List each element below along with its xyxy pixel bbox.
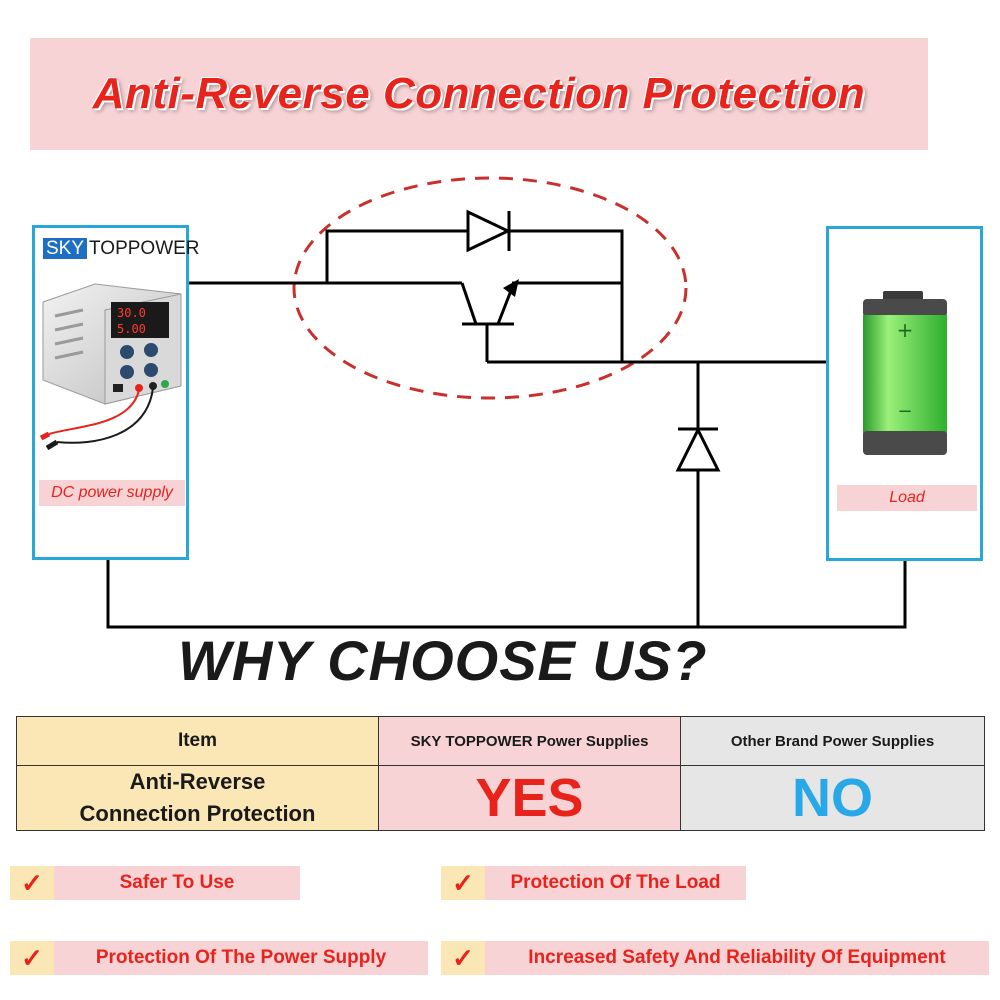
- display-voltage: 30.0: [117, 306, 146, 320]
- check-icon: ✓: [10, 866, 54, 900]
- wire-diode-bypass: [325, 229, 624, 362]
- diode-symbol-shunt: [675, 426, 721, 472]
- battery-minus: −: [897, 401, 912, 422]
- transistor-collector: [460, 282, 478, 325]
- feature-label: Increased Safety And Reliability Of Equi…: [528, 947, 946, 968]
- knob-icon: [144, 343, 158, 357]
- battery-plus: +: [897, 318, 914, 342]
- load-caption: Load: [837, 485, 977, 511]
- feature-label: Protection Of The Power Supply: [95, 947, 387, 968]
- header-item: Item: [16, 716, 379, 766]
- comparison-table: Item SKY TOPPOWER Power Supplies Other B…: [16, 716, 985, 831]
- row-other-value: NO: [680, 765, 985, 831]
- brand-sky: SKY: [43, 238, 88, 259]
- feature-item: ✓ Protection Of The Load: [441, 866, 746, 900]
- brand-name: TOPPOWER: [89, 238, 200, 259]
- feature-item: ✓ Increased Safety And Reliability Of Eq…: [441, 941, 989, 975]
- check-icon: ✓: [441, 941, 485, 975]
- row-item-line1: Anti-Reverse: [129, 769, 266, 794]
- check-icon: ✓: [441, 866, 485, 900]
- row-sky-value: YES: [378, 765, 681, 831]
- wire-return: [106, 560, 907, 629]
- highlight-ellipse: [292, 176, 688, 400]
- row-item-line2: Connection Protection: [79, 801, 316, 826]
- battery-icon: + −: [863, 291, 947, 455]
- display-current: 5.00: [117, 322, 146, 336]
- knob-icon: [120, 365, 134, 379]
- feature-item: ✓ Protection Of The Power Supply: [10, 941, 428, 975]
- header-sky-toppower: SKY TOPPOWER Power Supplies: [378, 716, 681, 766]
- title-banner: Anti-Reverse Connection Protection: [30, 38, 928, 150]
- row-item: Anti-Reverse Connection Protection: [16, 765, 379, 831]
- knob-icon: [144, 363, 158, 377]
- table-row: Anti-Reverse Connection Protection YES N…: [16, 765, 985, 831]
- table-header-row: Item SKY TOPPOWER Power Supplies Other B…: [16, 716, 985, 766]
- feature-label: Protection Of The Load: [510, 872, 721, 893]
- power-supply-image: 30.0 5.00: [39, 283, 182, 451]
- power-supply-caption: DC power supply: [39, 480, 185, 506]
- why-choose-us-heading: WHY CHOOSE US?: [178, 629, 708, 692]
- feature-label: Safer To Use: [119, 872, 235, 893]
- load-panel: + − Load: [826, 226, 983, 561]
- transistor-emitter: [496, 287, 514, 325]
- page-title: Anti-Reverse Connection Protection: [92, 69, 866, 118]
- diode-symbol-top: [466, 209, 512, 253]
- feature-item: ✓ Safer To Use: [10, 866, 300, 900]
- header-other-brand: Other Brand Power Supplies: [680, 716, 985, 766]
- knob-icon: [120, 345, 134, 359]
- check-icon: ✓: [10, 941, 54, 975]
